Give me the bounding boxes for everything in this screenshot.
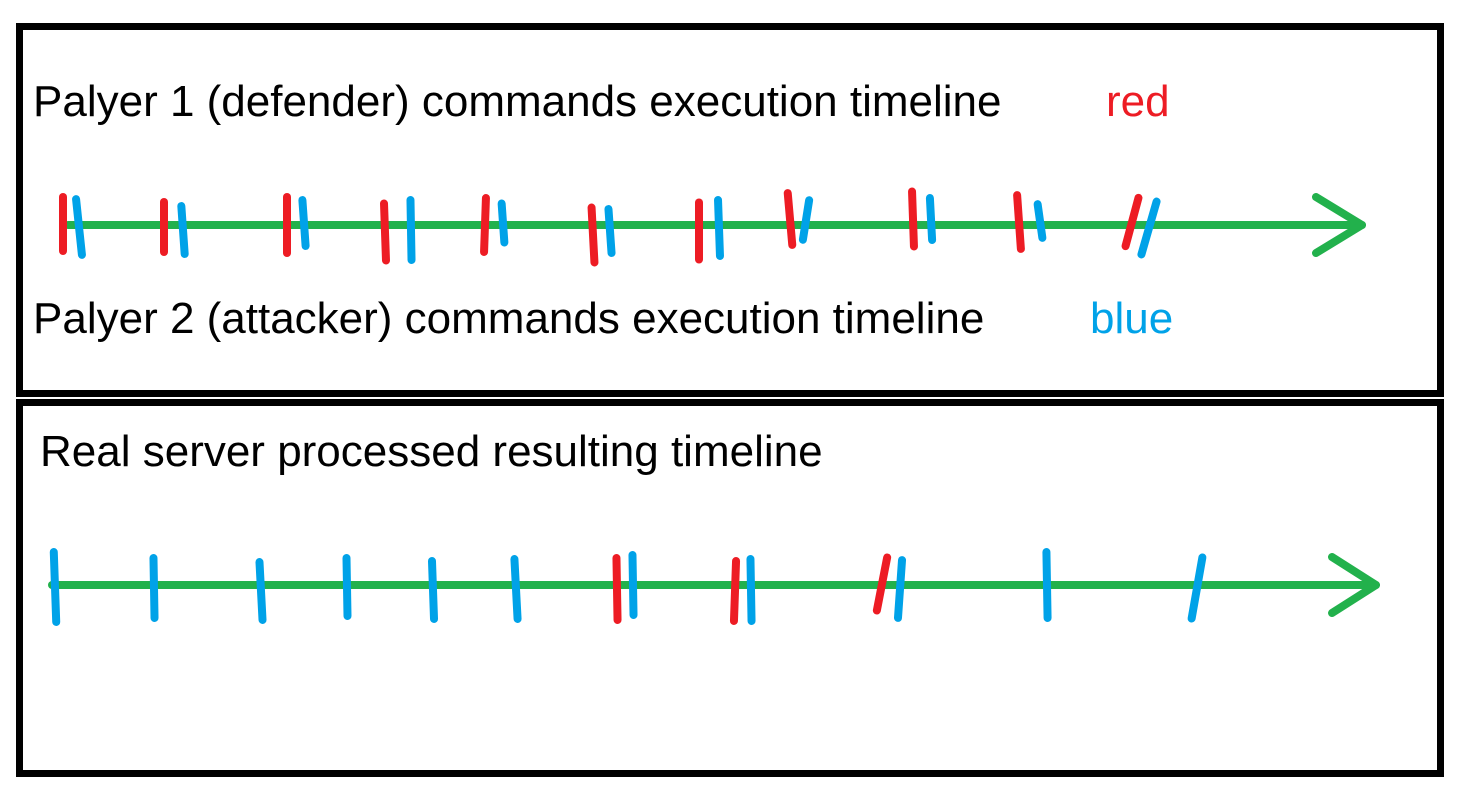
player2-color-word: blue	[1090, 294, 1174, 343]
players-commands-panel	[16, 23, 1444, 397]
player1-timeline-label: Palyer 1 (defender) commands execution t…	[33, 77, 1002, 126]
server-result-panel	[16, 399, 1444, 777]
player2-timeline-label: Palyer 2 (attacker) commands execution t…	[33, 294, 985, 343]
player1-label-line: Palyer 1 (defender) commands execution t…	[0, 76, 1470, 136]
player2-label-line: Palyer 2 (attacker) commands execution t…	[0, 293, 1470, 353]
server-timeline-label: Real server processed resulting timeline	[40, 427, 823, 476]
player1-color-word: red	[1106, 77, 1170, 126]
server-label-line: Real server processed resulting timeline	[0, 426, 1470, 486]
